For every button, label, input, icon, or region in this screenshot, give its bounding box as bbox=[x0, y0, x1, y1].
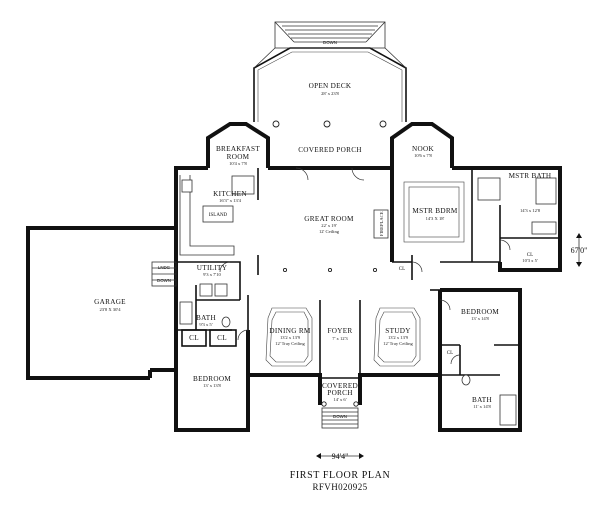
room-name-cl-gr: CL bbox=[399, 267, 405, 272]
room-dim-nook: 10'6 x 7'8 bbox=[414, 153, 432, 158]
overall-depth-dim: 67'0" bbox=[571, 246, 588, 255]
title-block: FIRST FLOOR PLAN RFVH020925 bbox=[290, 470, 391, 492]
fixtures: DOWN bbox=[151, 175, 557, 429]
deck-stair-label: DOWN bbox=[323, 40, 337, 45]
room-name-foyer: FOYER bbox=[327, 327, 352, 335]
room-name-study: STUDY bbox=[385, 327, 411, 335]
label-lndg: LNDG bbox=[158, 265, 171, 270]
room-name-mstr-bdrm: MSTR BDRM bbox=[412, 207, 458, 215]
room-dim-bath-right: 11' x 14'8 bbox=[473, 404, 491, 409]
room-dim-front-porch: 14' x 6' bbox=[333, 397, 346, 402]
room-name-bath-small: BATH bbox=[196, 314, 216, 322]
room-name-nook: NOOK bbox=[412, 145, 434, 153]
covered-porch: COVERED PORCH bbox=[272, 120, 387, 154]
room-dim-bath-small: 9'3 x 5' bbox=[199, 322, 212, 327]
room-dim-mstr-cl: 10'3 x 5' bbox=[522, 258, 538, 263]
room-ceiling-dining: 12' Tray Ceiling bbox=[275, 341, 305, 346]
porch-stair-label: DOWN bbox=[333, 414, 347, 419]
room-dim-dining: 13'2 x 13'9 bbox=[280, 335, 301, 340]
room-dim-mstr-bdrm: 14'3 X 18' bbox=[426, 216, 445, 221]
room-dim-study: 13'2 x 13'9 bbox=[388, 335, 409, 340]
room-ceiling-study: 12' Tray Ceiling bbox=[383, 341, 413, 346]
label-fireplace: FIREPLACE bbox=[379, 211, 384, 236]
room-name-covered-porch: COVERED PORCH bbox=[298, 146, 362, 154]
room-dim-bedroom-right: 13' x 14'8 bbox=[471, 316, 489, 321]
room-name-bedroom-right: BEDROOM bbox=[461, 308, 499, 316]
plan-title: FIRST FLOOR PLAN bbox=[290, 470, 391, 481]
room-dim-foyer: 7' x 12'3 bbox=[332, 336, 348, 341]
room-dim-open-deck: 28' x 23'8 bbox=[321, 91, 339, 96]
open-deck: DOWN OPEN DECK 28' x 23'8 bbox=[253, 21, 407, 122]
room-name-bedroom-left: BEDROOM bbox=[193, 375, 231, 383]
room-name-cl-right: CL bbox=[447, 351, 453, 356]
room-dim-garage: 23'8 X 30'4 bbox=[99, 307, 121, 312]
room-dim-utility: 9'3 x 7'10 bbox=[203, 272, 221, 277]
room-dim-kitchen: 16'3" x 13'4 bbox=[219, 198, 242, 203]
room-name-open-deck: OPEN DECK bbox=[309, 82, 352, 90]
room-dim-mstr-bath: 14'3 x 12'8 bbox=[520, 208, 541, 213]
room-dim-great-room: 22' x 19' bbox=[321, 223, 337, 228]
room-ceiling-great-room: 12' Ceiling bbox=[319, 229, 340, 234]
interior-walls bbox=[175, 168, 560, 376]
room-name-dining: DINING RM bbox=[269, 327, 311, 335]
overall-width-dim: 94'4" bbox=[332, 452, 349, 461]
plan-code: RFVH020925 bbox=[312, 482, 367, 492]
room-name-great-room: GREAT ROOM bbox=[304, 215, 354, 223]
room-name-cl-left-2: CL bbox=[217, 334, 227, 342]
room-name-mstr-bath: MSTR BATH bbox=[509, 172, 552, 180]
doors bbox=[219, 167, 511, 365]
exterior-walls bbox=[26, 122, 562, 432]
room-dim-breakfast: 10'4 x 7'8 bbox=[229, 161, 247, 166]
room-name-front-porch-1: COVERED bbox=[322, 382, 358, 390]
room-name-mstr-cl: CL bbox=[527, 253, 533, 258]
room-name-utility: UTILITY bbox=[197, 264, 228, 272]
room-name-cl-left: CL bbox=[189, 334, 199, 342]
room-name-breakfast-1: BREAKFAST bbox=[216, 145, 260, 153]
room-name-kitchen: KITCHEN bbox=[213, 190, 247, 198]
label-down-stair: DOWN bbox=[157, 278, 171, 283]
room-name-bath-right: BATH bbox=[472, 396, 492, 404]
room-name-garage: GARAGE bbox=[94, 298, 126, 306]
room-labels: BREAKFAST ROOM 10'4 x 7'8 NOOK 10'6 x 7'… bbox=[94, 145, 551, 409]
dimension-lines: 94'4" 67'0" bbox=[316, 233, 587, 461]
room-name-front-porch-2: PORCH bbox=[327, 389, 352, 397]
room-dim-bedroom-left: 13' x 13'8 bbox=[203, 383, 221, 388]
label-island: ISLAND bbox=[209, 213, 228, 218]
room-name-breakfast-2: ROOM bbox=[227, 153, 250, 161]
